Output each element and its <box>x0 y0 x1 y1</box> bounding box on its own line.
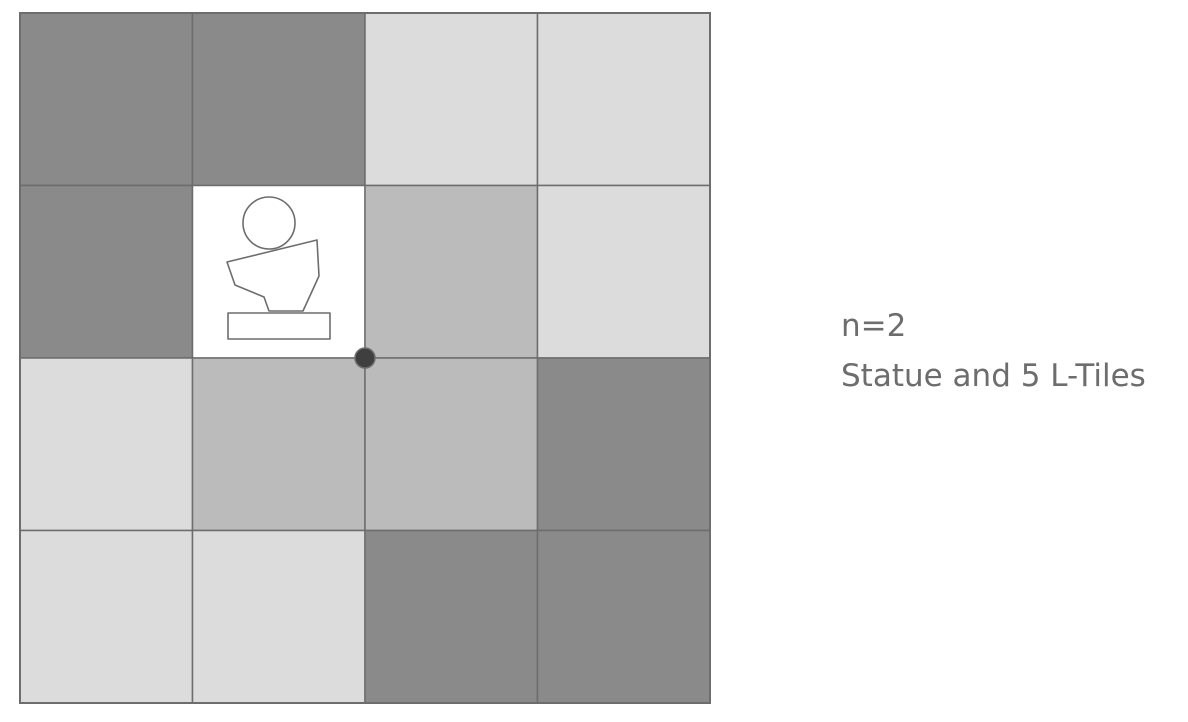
board-cell-medium <box>364 357 539 532</box>
tiling-board <box>19 12 711 704</box>
board-cell-dark <box>19 184 194 359</box>
board-cell-dark <box>191 12 366 187</box>
board-cell-dark <box>536 529 711 704</box>
board-cell-light <box>536 184 711 359</box>
board-cells <box>19 12 711 704</box>
board-cell-light <box>19 529 194 704</box>
board-cell-dark <box>536 357 711 532</box>
statue-icon <box>226 196 331 340</box>
board-cell-light <box>191 529 366 704</box>
center-point-marker <box>354 347 376 369</box>
board-cell-medium <box>191 357 366 532</box>
statue-head <box>242 196 296 250</box>
board-cell-medium <box>364 184 539 359</box>
board-cell-light <box>536 12 711 187</box>
n-label: n=2 <box>841 308 907 344</box>
board-cell-statue <box>191 184 366 359</box>
statue-torso <box>226 239 320 312</box>
caption-description: Statue and 5 L-Tiles <box>841 358 1146 394</box>
board-cell-dark <box>19 12 194 187</box>
board-cell-light <box>364 12 539 187</box>
board-border <box>19 12 711 704</box>
statue-base <box>227 312 331 340</box>
board-cell-dark <box>364 529 539 704</box>
board-cell-light <box>19 357 194 532</box>
